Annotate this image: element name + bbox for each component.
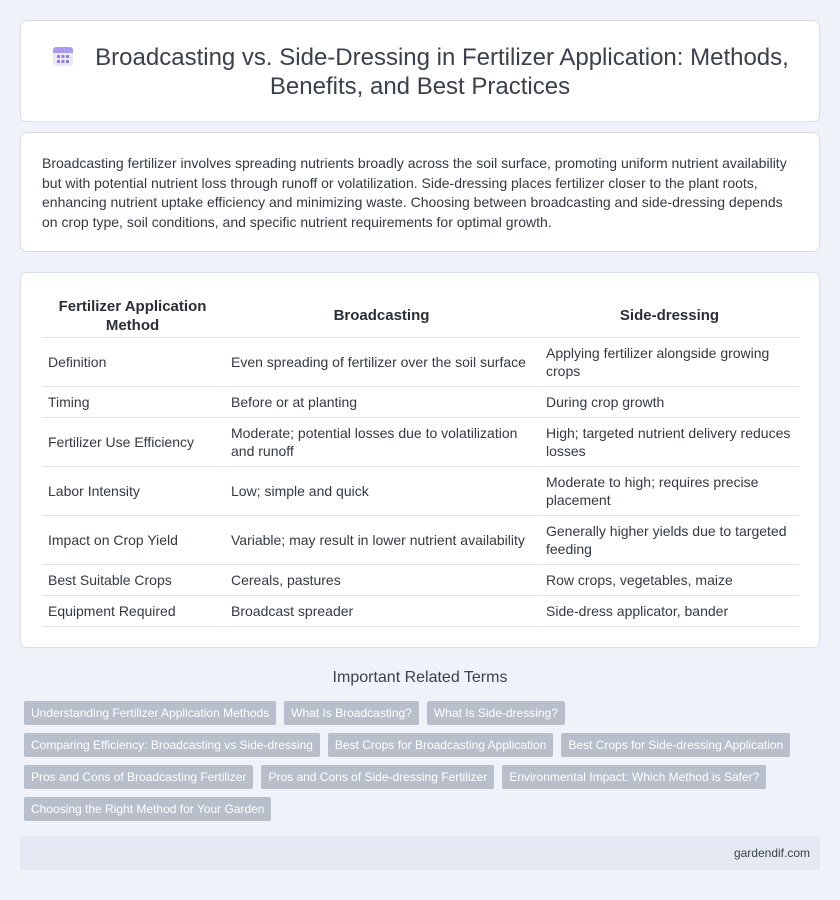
broadcasting-cell: Variable; may result in lower nutrient a… bbox=[225, 516, 540, 565]
intro-card: Broadcasting fertilizer involves spreadi… bbox=[20, 132, 820, 252]
row-label: Definition bbox=[42, 338, 225, 387]
related-term-link[interactable]: Pros and Cons of Broadcasting Fertilizer bbox=[24, 765, 254, 789]
row-label: Labor Intensity bbox=[42, 467, 225, 516]
column-header-side-dressing: Side-dressing bbox=[540, 294, 799, 338]
side-dressing-cell: During crop growth bbox=[540, 387, 799, 418]
footer-site-link[interactable]: gardendif.com bbox=[733, 846, 810, 860]
side-dressing-cell: Side-dress applicator, bander bbox=[540, 596, 799, 627]
broadcasting-cell: Moderate; potential losses due to volati… bbox=[225, 418, 540, 467]
intro-paragraph: Broadcasting fertilizer involves spreadi… bbox=[42, 155, 787, 230]
related-terms-list: Understanding Fertilizer Application Met… bbox=[24, 701, 804, 829]
row-label: Fertilizer Use Efficiency bbox=[42, 418, 225, 467]
comparison-table: Fertilizer Application Method Broadcasti… bbox=[42, 294, 799, 627]
table-row: Labor Intensity Low; simple and quick Mo… bbox=[42, 467, 799, 516]
related-term-link[interactable]: Comparing Efficiency: Broadcasting vs Si… bbox=[24, 733, 320, 757]
footer-bar: gardendif.com bbox=[20, 836, 820, 870]
side-dressing-cell: Moderate to high; requires precise place… bbox=[540, 467, 799, 516]
calendar-icon bbox=[53, 47, 74, 66]
related-term-link[interactable]: What Is Side-dressing? bbox=[426, 701, 565, 725]
page-title-text: Broadcasting vs. Side-Dressing in Fertil… bbox=[95, 44, 789, 100]
broadcasting-cell: Cereals, pastures bbox=[225, 565, 540, 596]
page-title: Broadcasting vs. Side-Dressing in Fertil… bbox=[21, 43, 819, 101]
row-label: Equipment Required bbox=[42, 596, 225, 627]
table-header-row: Fertilizer Application Method Broadcasti… bbox=[42, 294, 799, 338]
table-row: Timing Before or at planting During crop… bbox=[42, 387, 799, 418]
table-row: Equipment Required Broadcast spreader Si… bbox=[42, 596, 799, 627]
related-term-link[interactable]: Best Crops for Broadcasting Application bbox=[327, 733, 554, 757]
title-card: Broadcasting vs. Side-Dressing in Fertil… bbox=[20, 20, 820, 122]
row-label: Timing bbox=[42, 387, 225, 418]
table-row: Fertilizer Use Efficiency Moderate; pote… bbox=[42, 418, 799, 467]
broadcasting-cell: Low; simple and quick bbox=[225, 467, 540, 516]
related-term-link[interactable]: What Is Broadcasting? bbox=[284, 701, 419, 725]
side-dressing-cell: High; targeted nutrient delivery reduces… bbox=[540, 418, 799, 467]
broadcasting-cell: Broadcast spreader bbox=[225, 596, 540, 627]
related-term-link[interactable]: Choosing the Right Method for Your Garde… bbox=[24, 797, 272, 821]
column-header-method: Fertilizer Application Method bbox=[42, 294, 225, 338]
comparison-table-card: Fertilizer Application Method Broadcasti… bbox=[20, 272, 820, 648]
table-row: Definition Even spreading of fertilizer … bbox=[42, 338, 799, 387]
row-label: Best Suitable Crops bbox=[42, 565, 225, 596]
row-label: Impact on Crop Yield bbox=[42, 516, 225, 565]
side-dressing-cell: Row crops, vegetables, maize bbox=[540, 565, 799, 596]
side-dressing-cell: Generally higher yields due to targeted … bbox=[540, 516, 799, 565]
side-dressing-cell: Applying fertilizer alongside growing cr… bbox=[540, 338, 799, 387]
related-term-link[interactable]: Best Crops for Side-dressing Application bbox=[561, 733, 791, 757]
related-terms-heading: Important Related Terms bbox=[332, 669, 508, 686]
broadcasting-cell: Before or at planting bbox=[225, 387, 540, 418]
broadcasting-cell: Even spreading of fertilizer over the so… bbox=[225, 338, 540, 387]
table-row: Impact on Crop Yield Variable; may resul… bbox=[42, 516, 799, 565]
related-term-link[interactable]: Pros and Cons of Side-dressing Fertilize… bbox=[261, 765, 495, 789]
column-header-broadcasting: Broadcasting bbox=[225, 294, 540, 338]
related-term-link[interactable]: Understanding Fertilizer Application Met… bbox=[24, 701, 277, 725]
table-row: Best Suitable Crops Cereals, pastures Ro… bbox=[42, 565, 799, 596]
related-term-link[interactable]: Environmental Impact: Which Method is Sa… bbox=[502, 765, 767, 789]
